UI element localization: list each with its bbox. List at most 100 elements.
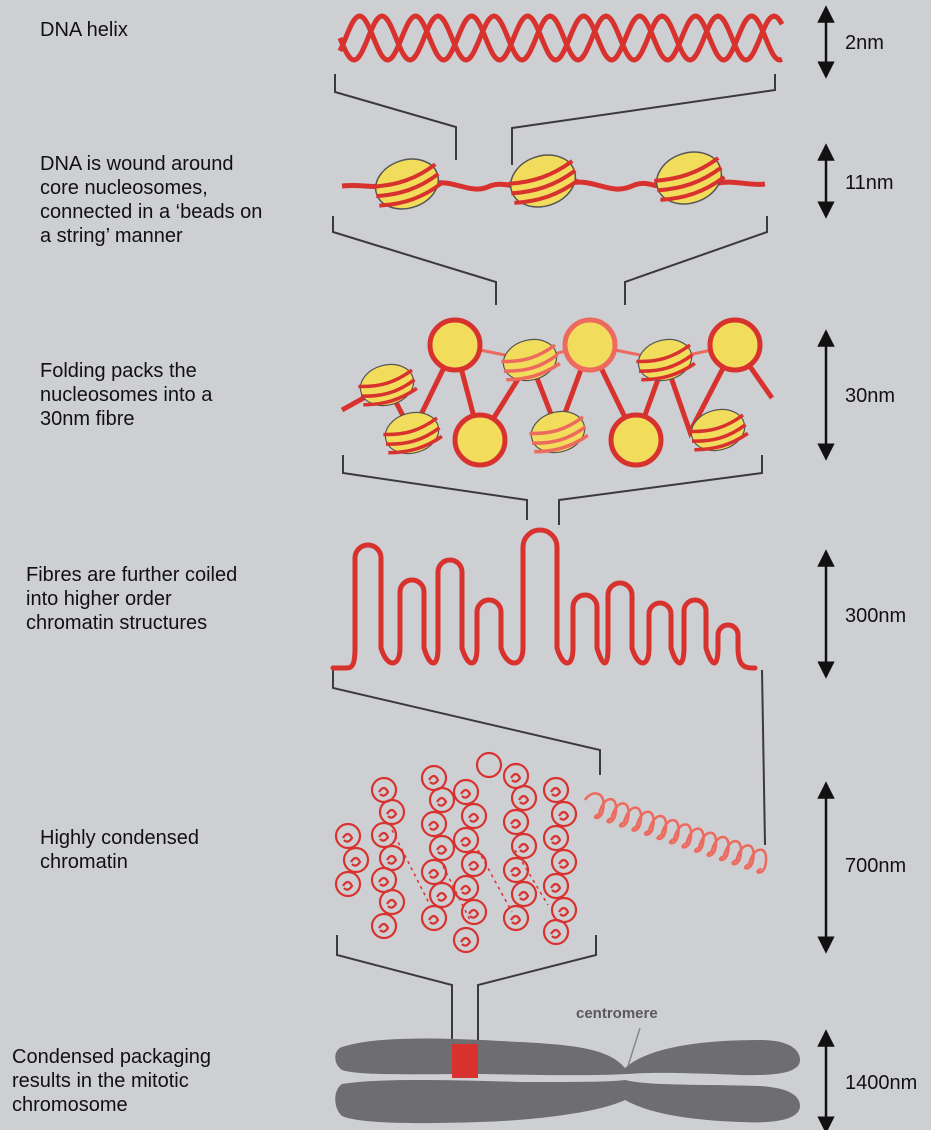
- nucleosome-bead: [503, 147, 583, 216]
- chromatin-loop-curl: [461, 886, 470, 894]
- chromatin-loop-curl: [551, 884, 560, 892]
- chromatin-loop: [380, 846, 404, 870]
- chromatin-loop: [372, 778, 396, 802]
- nucleosome-bead: [649, 144, 729, 213]
- chromatin-loop-curl: [559, 908, 568, 916]
- chromatin-loop: [512, 882, 536, 906]
- coiled-fibre-loops: [333, 530, 755, 668]
- chromatin-loop: [454, 828, 478, 852]
- chromatin-loop: [422, 860, 446, 884]
- chromatin-loop-curl: [519, 796, 528, 804]
- chromatin-loop: [454, 780, 478, 804]
- chromatin-loop: [462, 804, 486, 828]
- chromatin-loop: [422, 812, 446, 836]
- fibre-nucleosome: [498, 333, 562, 386]
- chromatin-loop-curl: [551, 836, 560, 844]
- chromatin-loop-curl: [387, 856, 396, 864]
- chromatin-loop-curl: [551, 930, 560, 938]
- chromatin-loop-curl: [469, 862, 478, 870]
- nucleosome-string-illustration: [342, 144, 765, 217]
- chromatid-upper: [335, 1038, 800, 1075]
- chromatin-loop-curl: [343, 834, 352, 842]
- chromatin-loop-curl: [379, 924, 388, 932]
- chromatin-loop-curl: [551, 788, 560, 796]
- chromatin-loop: [380, 800, 404, 824]
- connector-5-right: [478, 935, 596, 1045]
- chromatin-loop: [544, 778, 568, 802]
- chromatin-loop-curl: [429, 870, 438, 878]
- chromatin-loop-curl: [511, 868, 520, 876]
- chromatin-loop-curl: [469, 910, 478, 918]
- chromatin-loop: [372, 868, 396, 892]
- chromatin-loop: [454, 928, 478, 952]
- chromatin-loop: [552, 802, 576, 826]
- chromatin-loop: [552, 850, 576, 874]
- chromatin-loop-curl: [437, 798, 446, 806]
- chromatin-loop: [544, 920, 568, 944]
- connector-4-right: [762, 670, 765, 845]
- chromatin-loop: [477, 753, 501, 777]
- chromatin-loop: [512, 786, 536, 810]
- chromatin-loop: [336, 824, 360, 848]
- chromatin-loop-curl: [429, 822, 438, 830]
- chromatin-loop: [504, 858, 528, 882]
- nucleosome-bead: [368, 151, 446, 217]
- chromatin-loop-curl: [351, 858, 360, 866]
- chromatin-loop-curl: [429, 916, 438, 924]
- connector-2-left: [333, 216, 496, 305]
- chromatin-loop: [544, 826, 568, 850]
- chromatin-loop: [544, 874, 568, 898]
- chromatin-loop-curl: [559, 860, 568, 868]
- chromatin-loop-curl: [461, 790, 470, 798]
- fibre-nucleosome-face: [455, 415, 505, 465]
- fibre-nucleosome: [526, 405, 590, 458]
- chromatin-loop: [422, 906, 446, 930]
- connector-4-left: [333, 670, 600, 775]
- chromatin-loop: [504, 906, 528, 930]
- chromatin-loop-curl: [429, 776, 438, 784]
- chromatin-loop-curl: [387, 900, 396, 908]
- chromatin-loop-curl: [379, 878, 388, 886]
- chromatin-loop: [430, 836, 454, 860]
- chromatin-loop-curl: [559, 812, 568, 820]
- chromatin-loop-curl: [379, 833, 388, 841]
- dna-helix-illustration: [340, 16, 782, 60]
- chromatin-loop: [454, 876, 478, 900]
- chromatin-loop: [336, 872, 360, 896]
- chromatin-loop: [422, 766, 446, 790]
- fibre-nucleosome-face: [565, 320, 615, 370]
- chromatin-loop-curl: [511, 820, 520, 828]
- chromatin-loop-curl: [437, 846, 446, 854]
- helix-strand-b: [340, 16, 782, 60]
- chromatin-loop: [552, 898, 576, 922]
- chromatin-loop: [504, 764, 528, 788]
- stage-connectors: [333, 74, 775, 1045]
- connector-1-right: [512, 74, 775, 165]
- 30nm-fibre-illustration: [342, 320, 772, 465]
- chromatin-loop: [344, 848, 368, 872]
- fibre-nucleosome: [380, 406, 444, 459]
- chromatin-loop-columns: [336, 753, 576, 952]
- connector-5-left: [337, 935, 452, 1045]
- connector-3-right: [559, 455, 762, 525]
- chromatin-loop: [380, 890, 404, 914]
- chromatin-loop: [430, 883, 454, 907]
- centromere-label: centromere: [576, 1005, 658, 1022]
- chromatin-loop-curl: [469, 814, 478, 822]
- chromatin-tail-coil: [585, 793, 766, 872]
- chromatin-loop: [372, 823, 396, 847]
- chromatin-loop: [462, 852, 486, 876]
- chromatin-loop-curl: [461, 838, 470, 846]
- fibre-nucleosome-face: [710, 320, 760, 370]
- chromatin-loop-curl: [511, 916, 520, 924]
- highlighted-chromatin-segment: [452, 1044, 478, 1078]
- chromatin-loop: [430, 788, 454, 812]
- fibre-nucleosome: [355, 358, 419, 411]
- chromatin-loop: [512, 834, 536, 858]
- connector-3-left: [343, 455, 527, 520]
- chromatin-loop: [372, 914, 396, 938]
- chromatin-loop-curl: [511, 774, 520, 782]
- chromatid-lower: [335, 1080, 800, 1123]
- chromatin-loop-curl: [387, 810, 396, 818]
